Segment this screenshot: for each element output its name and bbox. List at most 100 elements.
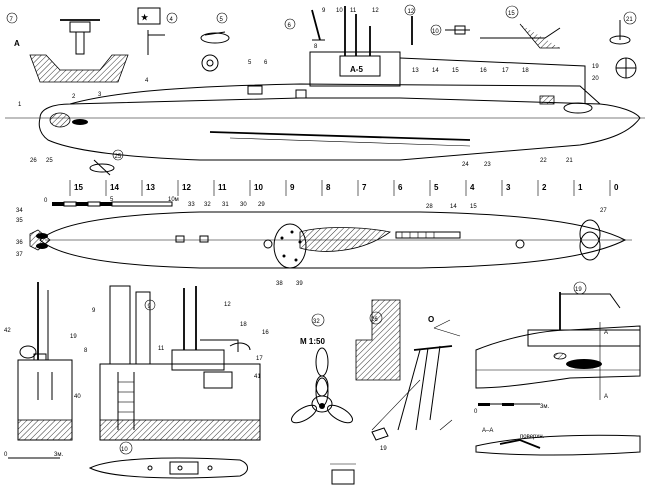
detail-10-top-view: 10 xyxy=(88,441,248,479)
callout-9-bl: 9 xyxy=(92,308,96,314)
plan-scale-ten: 10м xyxy=(168,197,179,203)
plan-scale-five: 5 xyxy=(110,197,114,203)
frame-6: 6 xyxy=(398,183,403,192)
callout-16: 16 xyxy=(480,68,487,74)
frame-14: 14 xyxy=(110,183,119,192)
callout-32: 32 xyxy=(204,202,211,208)
callout-35: 35 xyxy=(16,218,23,224)
tower-section-9: 9 9 12 18 16 17 11 8 41 xyxy=(84,285,269,441)
callout-27: 27 xyxy=(600,208,607,214)
plan-view: 0 5 10м 34 35 36 37 33 32 31 30 29 28 14… xyxy=(16,197,632,287)
section-marker-a-top: А xyxy=(604,330,608,336)
circled-label-10-bottom: 10 xyxy=(121,447,128,453)
frame-10: 10 xyxy=(254,183,263,192)
frame-1: 1 xyxy=(578,183,583,192)
callout-40: 40 xyxy=(74,394,81,400)
circled-label-7: 7 xyxy=(10,17,14,23)
circled-label-9: 9 xyxy=(148,304,152,310)
callout-3: 3 xyxy=(98,92,102,98)
callout-18: 18 xyxy=(522,68,529,74)
detail-21: 21 xyxy=(609,11,637,79)
callout-19: 19 xyxy=(592,64,599,70)
plan-scale-zero: 0 xyxy=(44,198,48,204)
detail-6: 6 xyxy=(284,9,325,41)
scale-zero-bl: 0 xyxy=(4,452,8,458)
callout-19-mid: 19 xyxy=(380,446,387,452)
callout-11-bl: 11 xyxy=(158,346,165,352)
frame-7: 7 xyxy=(362,183,367,192)
callout-22: 22 xyxy=(540,158,547,164)
section-note: поверхн. xyxy=(520,434,545,440)
propeller-details: 32 М 1:50 xyxy=(291,313,356,485)
hull-number: А-5 xyxy=(350,65,363,74)
detail-12-10: 12 10 xyxy=(404,4,470,45)
circled-label-19: 19 xyxy=(575,287,582,293)
callout-9: 9 xyxy=(322,8,326,14)
callout-29: 29 xyxy=(258,202,265,208)
section-a-a-label: А–А xyxy=(482,428,493,434)
callout-14: 14 xyxy=(432,68,439,74)
callout-16-bl: 16 xyxy=(262,330,269,336)
callout-6: 6 xyxy=(264,60,268,66)
callout-41: 41 xyxy=(254,374,261,380)
callout-15-plan: 15 xyxy=(470,204,477,210)
callout-28: 28 xyxy=(426,204,433,210)
callout-14-plan: 14 xyxy=(450,204,457,210)
callout-24: 24 xyxy=(462,162,469,168)
callout-26: 26 xyxy=(30,158,37,164)
callout-42: 42 xyxy=(4,328,11,334)
callout-25: 25 xyxy=(46,158,53,164)
scale-zero-br: 0 xyxy=(474,409,478,415)
frame-2: 2 xyxy=(542,183,547,192)
callout-21: 21 xyxy=(566,158,573,164)
callout-2: 2 xyxy=(72,94,76,100)
frame-12: 12 xyxy=(182,183,191,192)
scale-text: М 1:50 xyxy=(300,337,325,346)
frame-3: 3 xyxy=(506,183,511,192)
callout-12-bl: 12 xyxy=(224,302,231,308)
callout-4: 4 xyxy=(145,78,149,84)
circled-label-15: 15 xyxy=(508,11,515,17)
frame-5: 5 xyxy=(434,183,439,192)
callout-12: 12 xyxy=(372,8,379,14)
circled-label-6: 6 xyxy=(288,23,292,29)
scale-3m-bl: 3м. xyxy=(54,452,63,458)
detail-15: 15 xyxy=(480,5,561,49)
callout-38: 38 xyxy=(276,281,283,287)
detail-gun-mount: 7 А xyxy=(6,12,129,83)
callout-17: 17 xyxy=(502,68,509,74)
tower-section-left: 42 19 40 0 3м. xyxy=(4,282,81,459)
frame-15: 15 xyxy=(74,183,83,192)
callout-5: 5 xyxy=(248,60,252,66)
frame-scale: 15 14 13 12 11 10 9 8 7 6 5 4 3 2 1 0 xyxy=(69,180,619,196)
callout-8: 8 xyxy=(314,44,318,50)
circled-label-32: 32 xyxy=(313,319,320,325)
scale-3m-br: 3м. xyxy=(540,404,549,410)
callout-30: 30 xyxy=(240,202,247,208)
circled-label-5: 5 xyxy=(220,17,224,23)
callout-37: 37 xyxy=(16,252,23,258)
callout-31: 31 xyxy=(222,202,229,208)
circled-label-21: 21 xyxy=(626,17,633,23)
frame-9: 9 xyxy=(290,183,295,192)
callout-8-bl: 8 xyxy=(84,348,88,354)
callout-33: 33 xyxy=(188,202,195,208)
callout-20: 20 xyxy=(592,76,599,82)
stern-detail: 19 А А 0 3м. А–А поверхн. xyxy=(474,281,641,456)
section-marker-o: О xyxy=(428,315,434,324)
frame-13: 13 xyxy=(146,183,155,192)
section-marker-a-bottom: А xyxy=(604,394,608,400)
callout-19-bl: 19 xyxy=(70,334,77,340)
frame-4: 4 xyxy=(470,183,475,192)
callout-23: 23 xyxy=(484,162,491,168)
flag-star-icon: ★ xyxy=(141,13,149,22)
detail-flag: ★ 4 xyxy=(137,7,178,55)
circled-label-25: 25 xyxy=(115,154,122,160)
callout-39: 39 xyxy=(296,281,303,287)
frame-11: 11 xyxy=(218,183,227,192)
callout-18-bl: 18 xyxy=(240,322,247,328)
callout-15: 15 xyxy=(452,68,459,74)
circled-label-4: 4 xyxy=(170,17,174,23)
callout-36: 36 xyxy=(16,240,23,246)
detail-vent: 5 xyxy=(200,12,230,72)
